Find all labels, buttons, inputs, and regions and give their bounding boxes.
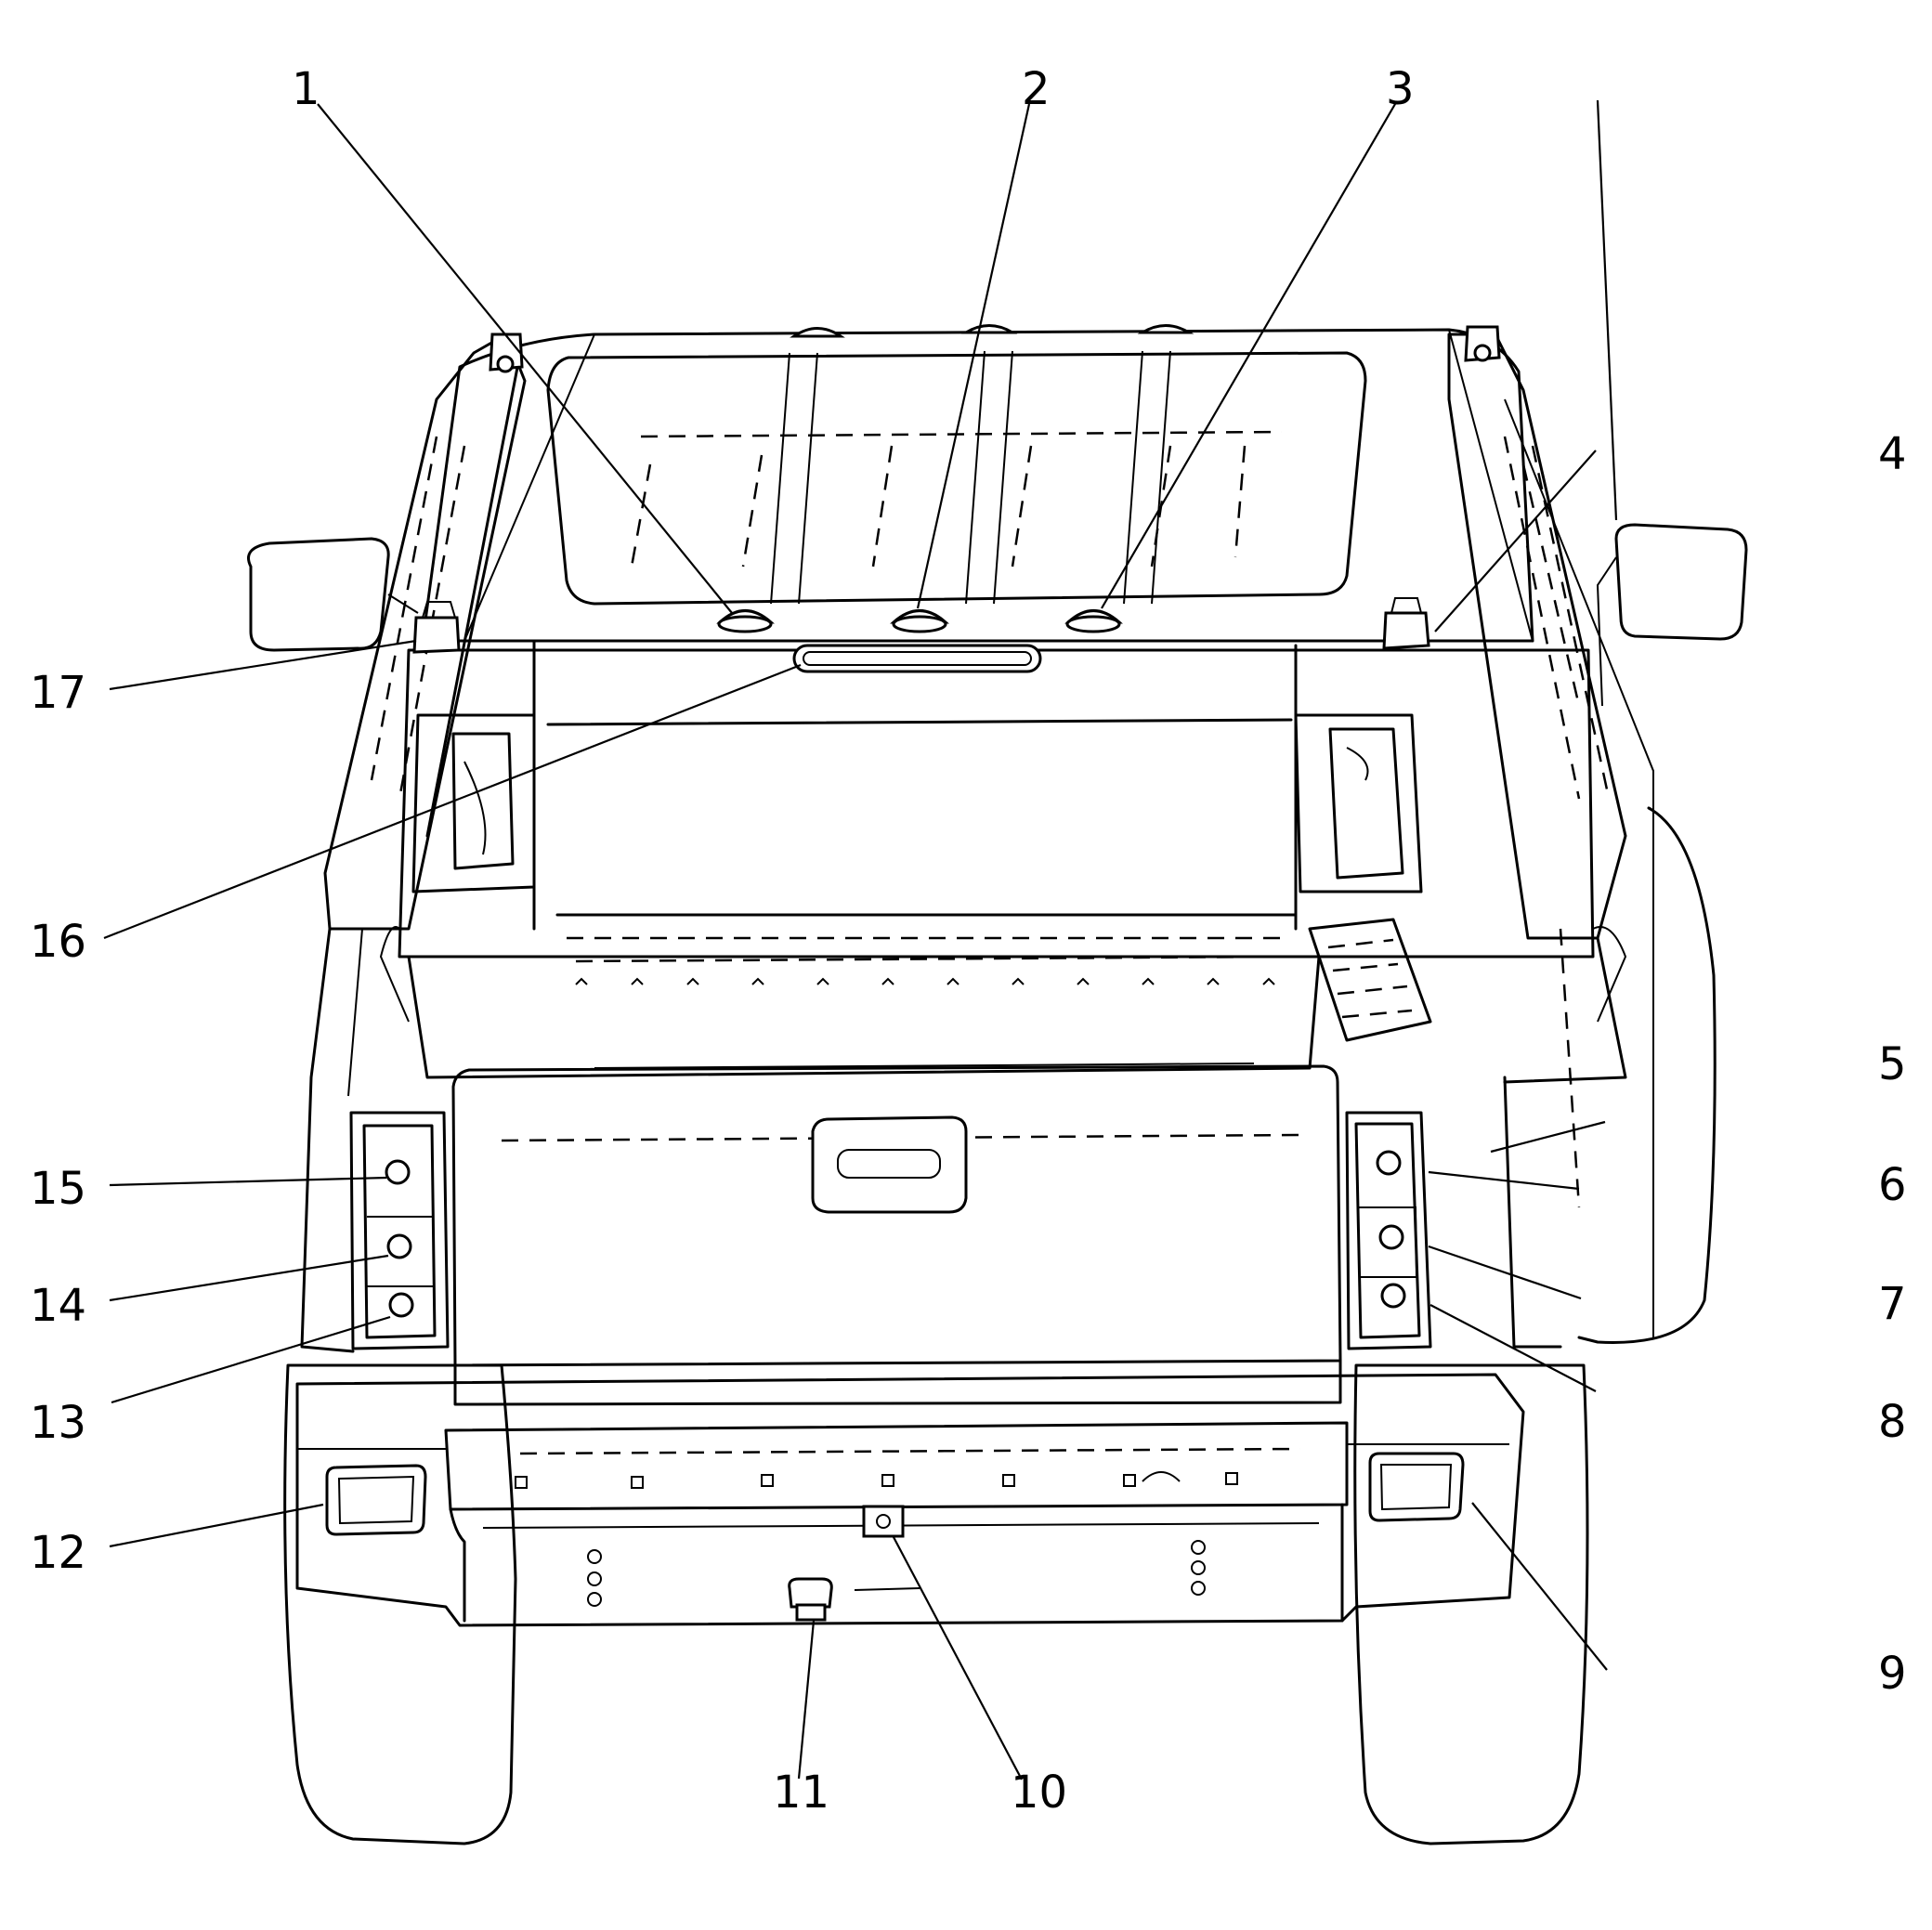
callout-5: 5 (1878, 1038, 1907, 1090)
callout-15: 15 (30, 1163, 86, 1215)
right-bumper-lamp (1368, 1452, 1465, 1522)
rear-cab-wall (379, 639, 1627, 1023)
callout-3: 3 (1386, 63, 1415, 115)
roof-marker-lamp-right (1064, 609, 1123, 633)
left-tail-lamp-assembly (349, 1111, 450, 1350)
right-rear-cab-opening (1294, 713, 1423, 893)
callout-2: 2 (1022, 63, 1051, 115)
callout-labels: 1 2 3 4 5 6 7 8 9 10 11 12 13 14 15 16 1… (30, 63, 1907, 1819)
callout-4: 4 (1878, 428, 1907, 480)
roof-marker-lamp-left (716, 609, 775, 633)
roof (421, 328, 1534, 643)
left-rear-tire (283, 1363, 517, 1845)
right-tail-lamp-assembly (1345, 1111, 1432, 1350)
callout-16: 16 (30, 916, 86, 968)
license-plate-lamp (862, 1505, 905, 1538)
bed-interior (407, 955, 1321, 1079)
right-bed-step-plate (1308, 918, 1432, 1042)
callout-13: 13 (30, 1397, 86, 1449)
callout-14: 14 (30, 1280, 86, 1332)
rear-bumper (295, 1373, 1525, 1627)
left-outside-mirror (247, 537, 419, 652)
callout-17: 17 (30, 667, 86, 719)
callout-1: 1 (292, 63, 320, 115)
leader-lines (103, 99, 1618, 1780)
left-rear-cab-opening (411, 713, 536, 893)
right-sail-panel (1447, 325, 1627, 940)
trailer-wiring-connector (788, 1577, 920, 1622)
roof-marker-lamp-center (890, 609, 949, 633)
callout-8: 8 (1878, 1396, 1907, 1448)
right-outside-mirror (1596, 523, 1748, 707)
right-roof-side-marker-lamp (1382, 597, 1430, 650)
right-body-side (1503, 398, 1654, 1349)
bed-rail-perforations (575, 977, 1275, 985)
right-front-tire (1577, 806, 1717, 1344)
callout-9: 9 (1878, 1648, 1907, 1700)
right-rear-tire (1353, 1363, 1589, 1845)
left-bumper-lamp (325, 1464, 427, 1536)
center-high-mount-stop-lamp (792, 644, 1042, 673)
upper-roof-marker-lamps (790, 324, 1194, 338)
callout-7: 7 (1878, 1278, 1907, 1330)
callout-6: 6 (1878, 1159, 1907, 1211)
tailgate-handle (811, 1115, 968, 1214)
callout-11: 11 (773, 1767, 829, 1819)
callout-12: 12 (30, 1527, 86, 1579)
left-roof-side-marker-lamp (412, 601, 461, 654)
left-body-side (300, 927, 363, 1353)
callout-10: 10 (1011, 1767, 1067, 1819)
